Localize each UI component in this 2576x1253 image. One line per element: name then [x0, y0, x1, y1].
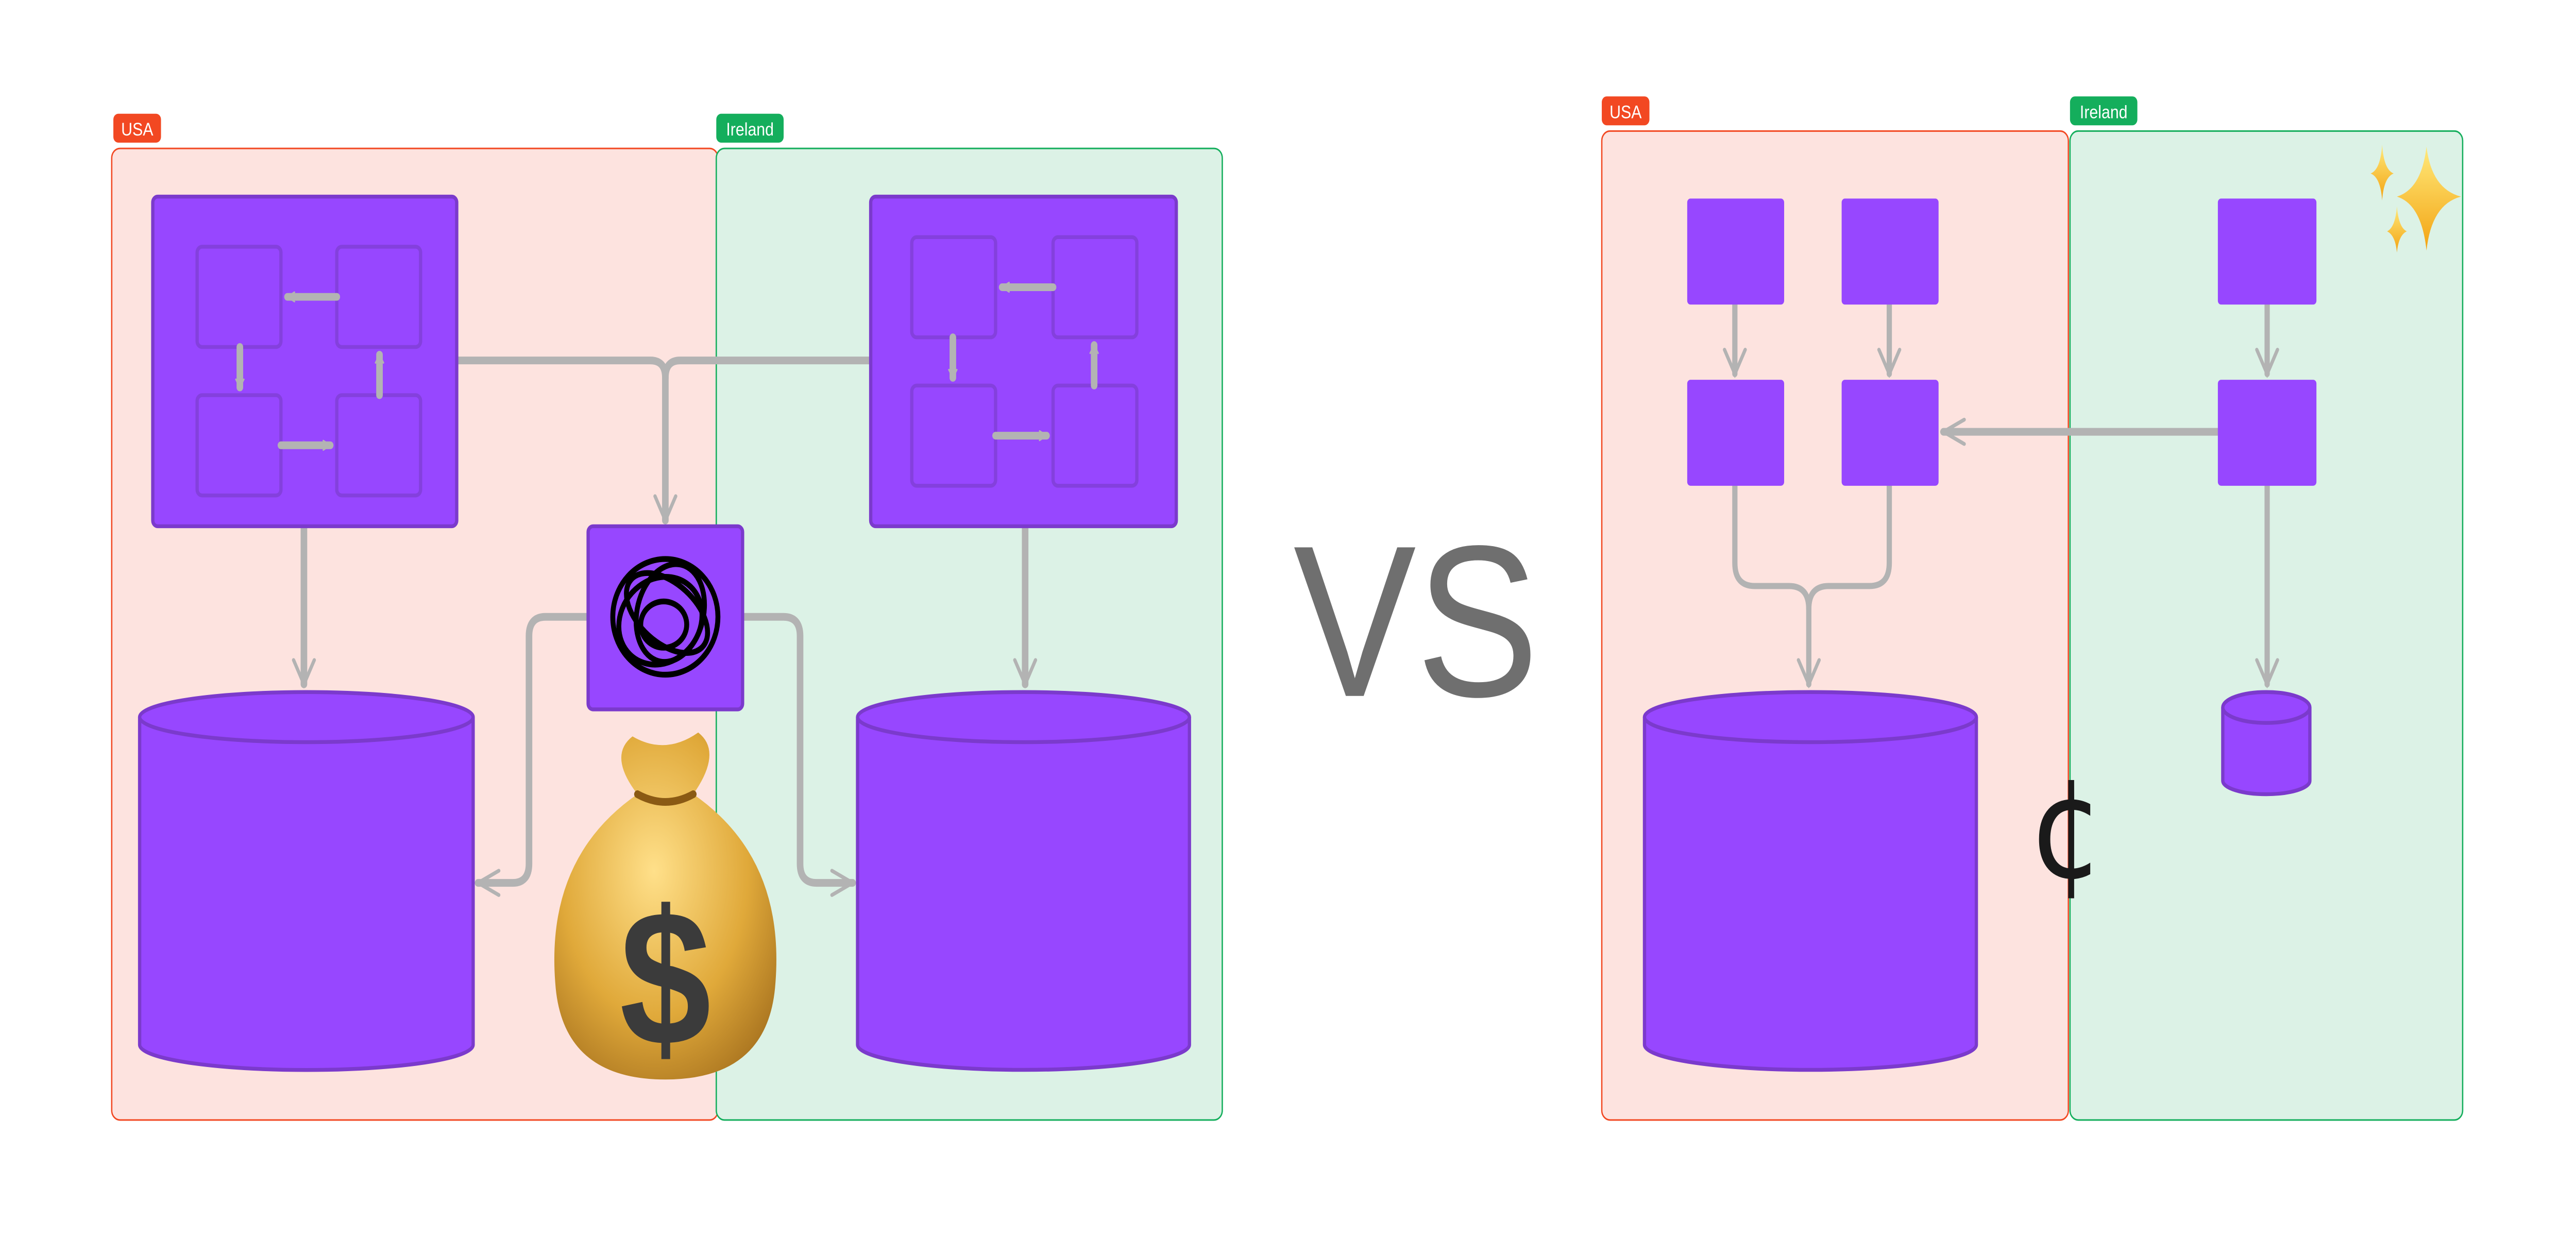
cost-symbol: ¢	[2029, 749, 2104, 910]
usa-service-b	[1841, 380, 1939, 486]
arrow-merge	[1806, 482, 1892, 613]
region-label-usa	[113, 113, 161, 143]
scribble-icon	[610, 556, 721, 678]
ireland-database	[856, 690, 1191, 1072]
region-label-ireland-text: Ireland	[2080, 101, 2128, 122]
usa-compute-cluster	[151, 194, 459, 529]
ireland-compute-cluster	[869, 194, 1178, 529]
left-diagram: USA Ireland	[111, 113, 1223, 1121]
arrow-transfer-to-usa-db	[474, 613, 591, 897]
usa-service-a-source	[1687, 198, 1785, 305]
arrow-ireland-compute-to-transfer	[662, 357, 874, 382]
ireland-database-small	[2221, 690, 2312, 797]
usa-service-a	[1687, 380, 1785, 486]
data-transfer-node	[586, 524, 744, 712]
region-label-ireland	[716, 113, 784, 143]
region-label-ireland	[2070, 96, 2138, 126]
usa-database	[138, 690, 475, 1072]
region-label-usa-text: USA	[1609, 101, 1641, 122]
region-label-ireland-text: Ireland	[726, 119, 774, 140]
region-label-usa-text: USA	[121, 119, 153, 140]
usa-database-large	[1642, 690, 1978, 1072]
money-symbol: $	[620, 870, 711, 1086]
ireland-service	[2217, 380, 2317, 486]
sparkles-icon	[2370, 144, 2461, 253]
right-diagram: USA Ireland ¢	[1601, 96, 2464, 1121]
usa-service-b-source	[1841, 198, 1939, 305]
arrow-transfer-to-ireland-db	[739, 613, 857, 897]
vs-label: VS	[1294, 501, 1539, 742]
ireland-service-source	[2217, 198, 2317, 305]
money-bag-icon: $	[554, 732, 776, 1086]
region-label-usa	[1602, 96, 1650, 126]
